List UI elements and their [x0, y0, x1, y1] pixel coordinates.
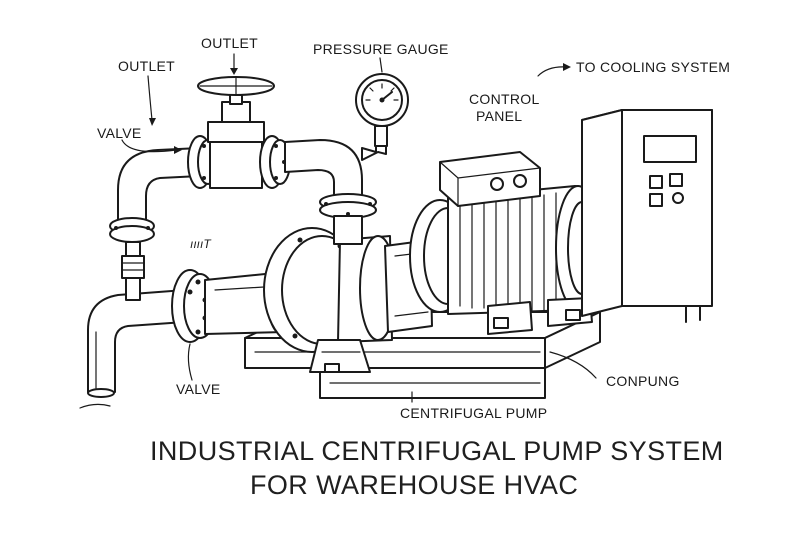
- control-panel: [581, 109, 713, 323]
- label-control: CONTROL: [469, 91, 540, 107]
- caption-line-2: FOR WAREHOUSE HVAC: [250, 470, 579, 500]
- label-panel: PANEL: [476, 108, 522, 124]
- label-outlet-top: OUTLET: [201, 35, 258, 51]
- label-valve-lower: VALVE: [176, 381, 221, 397]
- leader-lines: [121, 53, 597, 403]
- control-knob: [672, 192, 684, 204]
- pressure-gauge: [355, 73, 409, 147]
- labels: OUTLET OUTLET PRESSURE GAUGE TO COOLING …: [97, 35, 730, 421]
- label-pressure-gauge: PRESSURE GAUGE: [313, 41, 449, 57]
- control-button-1: [649, 175, 663, 189]
- control-button-3: [649, 193, 663, 207]
- label-coupling: CONPUNG: [606, 373, 680, 389]
- label-valve-upper: VALVE: [97, 125, 142, 141]
- inlet-pipe: [79, 289, 186, 409]
- caption-line-1: INDUSTRIAL CENTRIFUGAL PUMP SYSTEM: [150, 436, 724, 466]
- label-to-cooling-system: TO COOLING SYSTEM: [576, 59, 730, 75]
- label-inlet-scribble: ııııT: [190, 237, 212, 251]
- control-button-2: [669, 173, 683, 187]
- motor: [409, 151, 601, 335]
- label-centrifugal-pump: CENTRIFUGAL PUMP: [400, 405, 547, 421]
- label-outlet-left: OUTLET: [118, 58, 175, 74]
- control-panel-display: [643, 135, 697, 163]
